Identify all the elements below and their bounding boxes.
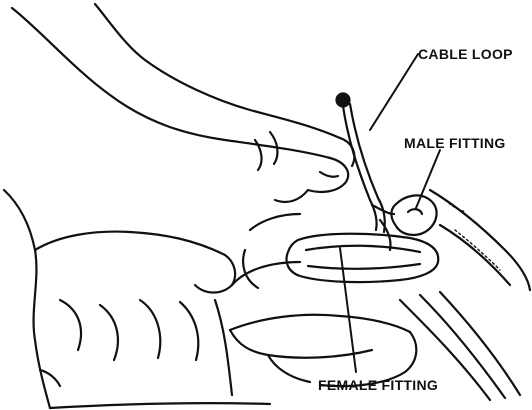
cable-loop-leader [370, 54, 418, 130]
lower-hand [4, 190, 270, 408]
cable-loop-shape [337, 94, 385, 233]
female-fitting-leader [340, 248, 356, 372]
cable-loop-label: CABLE LOOP [418, 47, 513, 61]
strap-webbing [400, 190, 530, 400]
female-fitting-label: FEMALE FITTING [318, 378, 438, 392]
male-fitting-label: MALE FITTING [404, 136, 506, 150]
upper-hand [12, 4, 354, 202]
